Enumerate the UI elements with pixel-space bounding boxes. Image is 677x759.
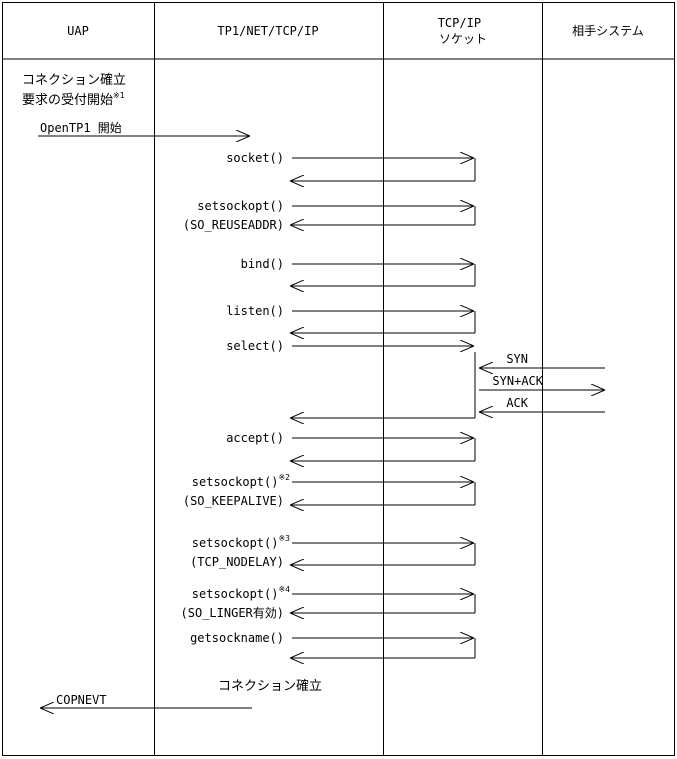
socket-calls: socket() setsockopt() (SO_REUSEADDR) bind()… [181, 151, 476, 658]
note-footnote-mark: ※1 [113, 91, 125, 100]
call-setsockopt-7-label: setsockopt()※3 [192, 534, 290, 550]
call-setsockopt-6-label: setsockopt()※2 [192, 473, 290, 489]
call-select-4-label: select() [226, 339, 284, 353]
call-setsockopt-1-label: setsockopt() [197, 199, 284, 213]
call-bind-2-label: bind() [241, 257, 284, 271]
copnevt-label: COPNEVT [56, 693, 107, 707]
call-setsockopt-7-option: (TCP_NODELAY) [190, 555, 284, 569]
call-getsockname-9-label: getsockname() [190, 631, 284, 645]
select-wait [290, 352, 476, 418]
syn-label: SYN [506, 352, 528, 366]
note-line-1: コネクション確立 [22, 72, 126, 88]
call-setsockopt-7-name: setsockopt() [192, 536, 279, 550]
note-line-2-text: 要求の受付開始 [22, 93, 113, 108]
header-tcpip: TCP/IP ソケット [438, 16, 489, 46]
call-socket-0-label: socket() [226, 151, 284, 165]
call-setsockopt-8-label: setsockopt()※4 [192, 585, 290, 601]
tcp-handshake: SYN SYN+ACK ACK [479, 352, 605, 412]
syn-ack-label: SYN+ACK [492, 374, 543, 388]
call-setsockopt-7-footnote-mark: ※3 [278, 534, 290, 543]
header-tcpip-line1: TCP/IP [438, 16, 481, 30]
call-setsockopt-6-footnote-mark: ※2 [278, 473, 290, 482]
call-setsockopt-8-option: (SO_LINGER有効) [181, 605, 284, 620]
call-setsockopt-6-name: setsockopt() [192, 475, 279, 489]
call-setsockopt-1-option: (SO_REUSEADDR) [183, 218, 284, 232]
header-uap: UAP [67, 24, 89, 38]
header-tcpip-line2: ソケット [439, 32, 487, 46]
established-label: コネクション確立 [218, 678, 322, 694]
ack-label: ACK [506, 396, 528, 410]
call-accept-5-label: accept() [226, 431, 284, 445]
note-line-2: 要求の受付開始※1 [22, 91, 125, 108]
call-listen-3-label: listen() [226, 304, 284, 318]
start-label: OpenTP1 開始 [40, 121, 122, 135]
call-setsockopt-6-option: (SO_KEEPALIVE) [183, 494, 284, 508]
header-partner-system: 相手システム [572, 24, 644, 38]
header-tp1-net: TP1/NET/TCP/IP [217, 24, 318, 38]
call-setsockopt-8-name: setsockopt() [192, 587, 279, 601]
call-setsockopt-8-footnote-mark: ※4 [278, 585, 290, 594]
